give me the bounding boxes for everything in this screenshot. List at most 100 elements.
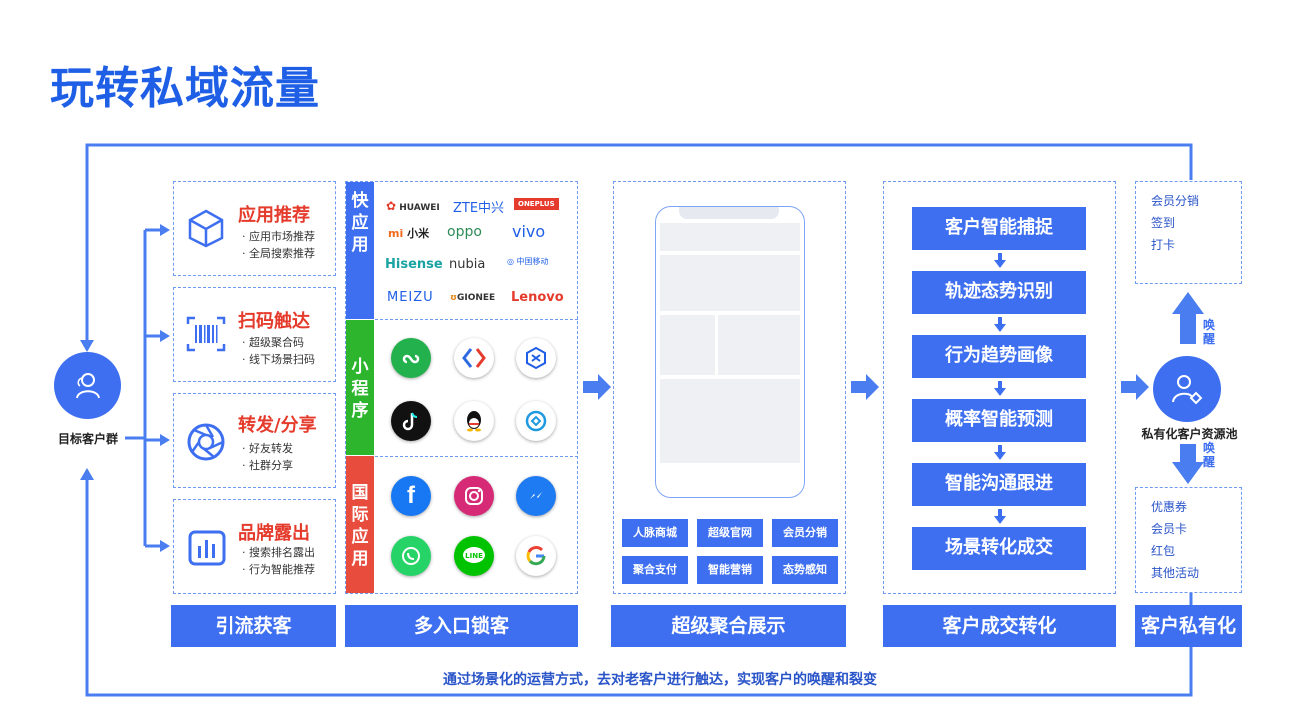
baidu-smartapp-icon	[454, 338, 494, 378]
activity-item: 打卡	[1151, 238, 1176, 252]
messenger-icon	[516, 476, 556, 516]
step-box: 行为趋势画像	[912, 335, 1086, 378]
target-group-label: 目标客户群	[57, 432, 118, 446]
bottom-activities-box: 优惠券 会员卡 红包 其他活动	[1135, 487, 1242, 593]
card-title: 扫码触达	[238, 311, 310, 332]
wechat-miniprogram-icon	[391, 338, 431, 378]
card-bullet: · 应用市场推荐	[242, 230, 315, 243]
footer-col1: 引流获客	[171, 605, 336, 647]
users-icon	[75, 372, 100, 398]
card-bullet: · 行为智能推荐	[242, 563, 315, 576]
phone-block	[660, 315, 715, 375]
step-box: 智能沟通跟进	[912, 463, 1086, 506]
card-bullet: · 超级聚合码	[242, 336, 304, 349]
activity-item: 会员卡	[1151, 522, 1188, 536]
quick-app-text: 快应用	[351, 191, 369, 255]
brand-text: HUAWEI	[399, 203, 440, 213]
card-bullet: · 搜索排名露出	[242, 546, 315, 559]
cube-icon	[188, 209, 224, 248]
phone-block	[660, 223, 800, 251]
card-title: 品牌露出	[238, 523, 310, 544]
label-quick-app: 快应用	[346, 182, 374, 319]
step-box: 轨迹态势识别	[912, 271, 1086, 314]
lenovo-logo: Lenovo	[511, 290, 564, 305]
phone-block	[718, 315, 800, 375]
instagram-icon	[454, 476, 494, 516]
bar-chart-icon	[188, 530, 226, 566]
tiktok-icon	[391, 401, 431, 441]
card-bullet: · 线下场景扫码	[242, 353, 315, 366]
svg-text:LINE: LINE	[465, 552, 483, 560]
step-box: 客户智能捕捉	[912, 207, 1086, 250]
card-bullet: · 社群分享	[242, 459, 293, 472]
barcode-scan-icon	[186, 316, 226, 352]
oneplus-logo: ONEPLUS	[514, 198, 559, 210]
step-box: 场景转化成交	[912, 527, 1086, 570]
mini-program-text: 小程序	[351, 357, 369, 421]
card-title: 应用推荐	[238, 205, 310, 226]
activity-item: 其他活动	[1151, 566, 1200, 580]
phone-mockup	[655, 206, 805, 498]
conversion-panel	[883, 181, 1116, 594]
whatsapp-icon	[391, 536, 431, 576]
xiaomi-logo: mi 小米	[388, 227, 430, 240]
wake-label: 唤醒	[1203, 318, 1216, 346]
card-title: 转发/分享	[238, 415, 317, 436]
card-bullet: · 好友转发	[242, 442, 293, 455]
label-mini-program: 小程序	[346, 320, 374, 455]
china-mobile-logo: ◎ 中国移动	[507, 257, 549, 266]
feature-button[interactable]: 聚合支付	[622, 556, 688, 584]
footer-col2: 多入口锁客	[345, 605, 578, 647]
huawei-logo: ✿ HUAWEI	[386, 199, 440, 213]
card-brand-exposure: 品牌露出 · 搜索排名露出 · 行为智能推荐	[173, 499, 336, 594]
brand-text: 中国移动	[516, 257, 549, 266]
feature-button[interactable]: 会员分销	[772, 519, 838, 547]
brand-text: 小米	[407, 227, 430, 240]
qq-icon	[454, 401, 494, 441]
activity-item: 会员分销	[1151, 194, 1200, 208]
aggregate-display-panel	[613, 181, 846, 594]
gionee-logo: ʊGIONEE	[450, 293, 496, 303]
link-app-icon	[516, 401, 556, 441]
footer-col3: 超级聚合展示	[611, 605, 846, 647]
target-group-avatar	[54, 352, 121, 419]
bottom-caption: 通过场景化的运营方式，去对老客户进行触达，实现客户的唤醒和裂变	[443, 672, 877, 688]
shutter-icon	[187, 423, 225, 461]
card-bullet: · 全局搜索推荐	[242, 247, 315, 260]
user-diamond-icon	[1172, 375, 1203, 405]
phone-notch	[679, 207, 779, 219]
meizu-logo: MEIZU	[387, 290, 434, 305]
step-arrows	[994, 253, 1006, 524]
card-scan-reach: 扫码触达 · 超级聚合码 · 线下场景扫码	[173, 287, 336, 382]
feature-button[interactable]: 超级官网	[697, 519, 763, 547]
private-pool-label: 私有化客户资源池	[1141, 427, 1238, 441]
google-icon	[516, 536, 556, 576]
label-intl-app: 国际应用	[346, 456, 374, 593]
top-activities-box: 会员分销 签到 打卡	[1135, 181, 1242, 284]
feature-button[interactable]: 态势感知	[772, 556, 838, 584]
feature-button[interactable]: 人脉商城	[622, 519, 688, 547]
card-app-recommend: 应用推荐 · 应用市场推荐 · 全局搜索推荐	[173, 181, 336, 276]
step-box: 概率智能预测	[912, 399, 1086, 442]
phone-block	[660, 379, 800, 463]
divider	[375, 319, 578, 320]
private-pool-avatar	[1153, 356, 1221, 422]
facebook-icon: f	[391, 476, 431, 516]
page-title: 玩转私域流量	[50, 63, 320, 114]
zte-logo: ZTE中兴	[453, 201, 505, 216]
divider	[375, 456, 578, 457]
activity-item: 优惠券	[1151, 500, 1188, 514]
oppo-logo: oppo	[447, 224, 482, 240]
card-forward-share: 转发/分享 · 好友转发 · 社群分享	[173, 393, 336, 488]
intl-app-text: 国际应用	[351, 483, 369, 569]
multi-entry-panel	[345, 181, 578, 594]
wake-label: 唤醒	[1203, 441, 1216, 469]
footer-col4: 客户成交转化	[883, 605, 1116, 647]
activity-item: 红包	[1151, 544, 1176, 558]
activity-item: 签到	[1151, 216, 1176, 230]
line-icon: LINE	[454, 536, 494, 576]
vivo-logo: vivo	[512, 222, 546, 241]
feature-button[interactable]: 智能营销	[697, 556, 763, 584]
hisense-logo: Hisense	[385, 257, 443, 272]
